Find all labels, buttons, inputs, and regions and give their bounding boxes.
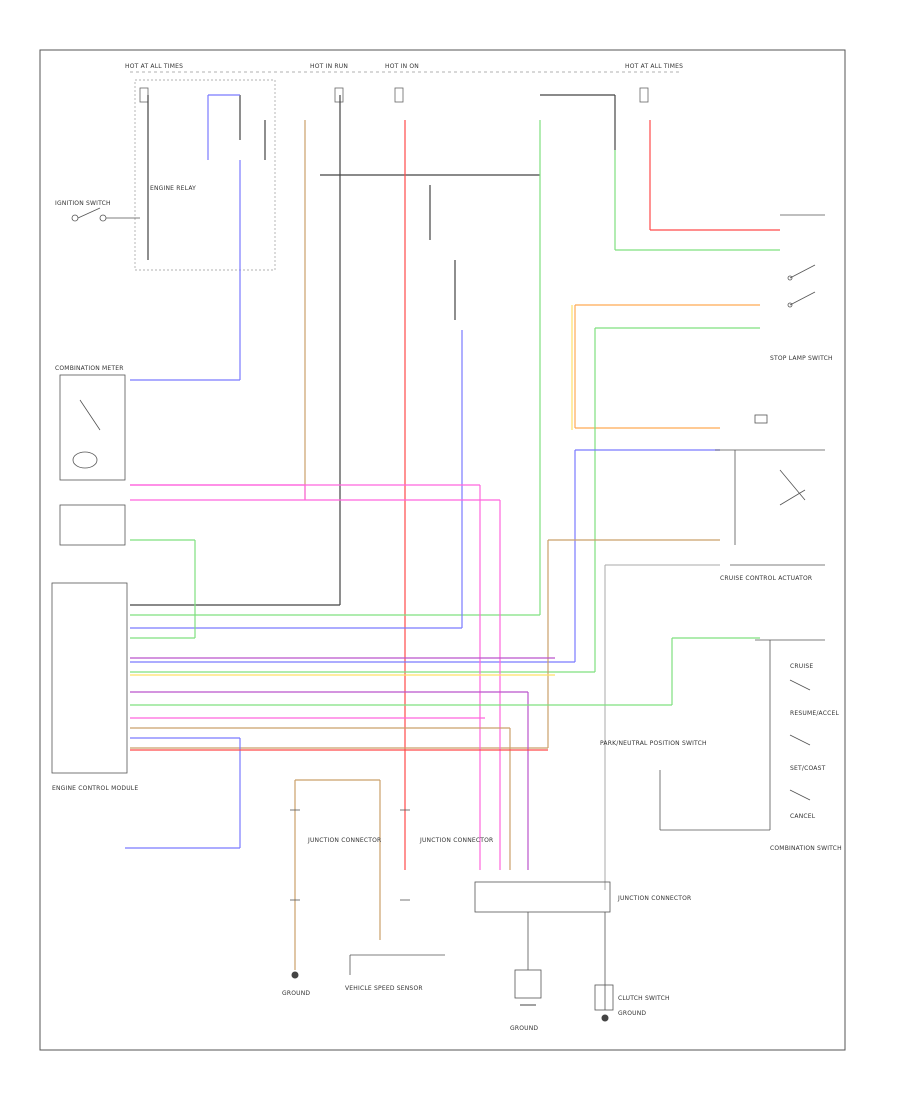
fuse-2	[334, 87, 344, 103]
fuse-header-left: HOT AT ALL TIMES	[125, 63, 183, 70]
green-wire-stop-lamp-2	[130, 327, 760, 673]
blue-wire-ecm	[125, 737, 241, 849]
blue-wire-actuator	[130, 449, 720, 663]
junction-bottom-label: JUNCTION CONNECTOR	[617, 895, 691, 902]
green-wire-ecm	[130, 637, 760, 706]
tan-wire-actuator	[130, 539, 720, 749]
engine-control-module	[51, 582, 128, 774]
ground-right-label: GROUND	[618, 1010, 646, 1017]
stop-lamp-switch-label: STOP LAMP SWITCH	[770, 355, 833, 362]
ignition-switch-symbol	[71, 207, 140, 222]
set-coast-label: SET/COAST	[790, 765, 826, 772]
junction-connector-bottom	[474, 881, 614, 1011]
vehicle-speed-sensor-label: VEHICLE SPEED SENSOR	[345, 985, 423, 992]
fuse-3	[394, 87, 404, 103]
fuse-1	[139, 87, 149, 103]
cruise-actuator-label: CRUISE CONTROL ACTUATOR	[720, 575, 812, 582]
tan-wire-junction-left	[294, 779, 381, 970]
blue-wire-cruise	[130, 330, 463, 629]
purple-wire-ecm	[130, 657, 555, 870]
ecm-label: ENGINE CONTROL MODULE	[52, 785, 138, 792]
junction-center-label: JUNCTION CONNECTOR	[419, 837, 493, 844]
cancel-label: CANCEL	[790, 813, 816, 820]
clutch-switch-label: CLUTCH SWITCH	[618, 995, 670, 1002]
cruise-main-label: CRUISE	[790, 663, 813, 670]
cruise-actuator	[715, 414, 825, 566]
stop-lamp-switch	[780, 214, 825, 308]
pink-wire-meter	[130, 484, 501, 870]
engine-relay-label: ENGINE RELAY	[150, 185, 196, 192]
ground-left-label: GROUND	[282, 990, 310, 997]
red-wire-stop-lamp	[649, 120, 780, 231]
svg-text:HOT AT ALL TIMES: HOT AT ALL TIMES	[125, 63, 183, 70]
svg-text:HOT IN ON: HOT IN ON	[385, 63, 419, 70]
green-wire-center	[130, 120, 541, 616]
ground-center-label: GROUND	[510, 1025, 538, 1032]
ignition-switch-label: IGNITION SWITCH	[55, 200, 111, 207]
black-wires-top	[130, 94, 616, 606]
combination-meter	[59, 374, 126, 546]
ground-left	[291, 971, 299, 979]
combination-switch	[659, 639, 825, 831]
park-neutral-label: PARK/NEUTRAL POSITION SWITCH	[600, 740, 707, 747]
fuse-4	[639, 87, 649, 103]
orange-wire	[574, 304, 760, 429]
combination-switch-label: COMBINATION SWITCH	[770, 845, 842, 852]
svg-text:HOT IN RUN: HOT IN RUN	[310, 63, 348, 70]
gray-wire-actuator	[604, 564, 720, 890]
svg-text:HOT AT ALL TIMES: HOT AT ALL TIMES	[625, 63, 683, 70]
combination-meter-label: COMBINATION METER	[55, 365, 124, 372]
green-wire-meter	[130, 539, 196, 639]
junction-connector-center	[349, 809, 445, 975]
tan-wire-ecm	[130, 727, 511, 870]
green-wire-stop-lamp	[614, 150, 780, 251]
engine-relay-box	[134, 79, 276, 271]
junction-connector-left	[290, 809, 300, 901]
ground-right	[601, 1014, 609, 1022]
fuse-header-right: HOT AT ALL TIMES	[625, 63, 683, 70]
junction-left-label: JUNCTION CONNECTOR	[307, 837, 381, 844]
blue-wire-ignition	[130, 94, 241, 381]
resume-accel-label: RESUME/ACCEL	[790, 710, 840, 717]
diagram-frame	[39, 49, 846, 1051]
fuse-header-center: HOT IN RUN HOT IN ON	[310, 63, 419, 70]
